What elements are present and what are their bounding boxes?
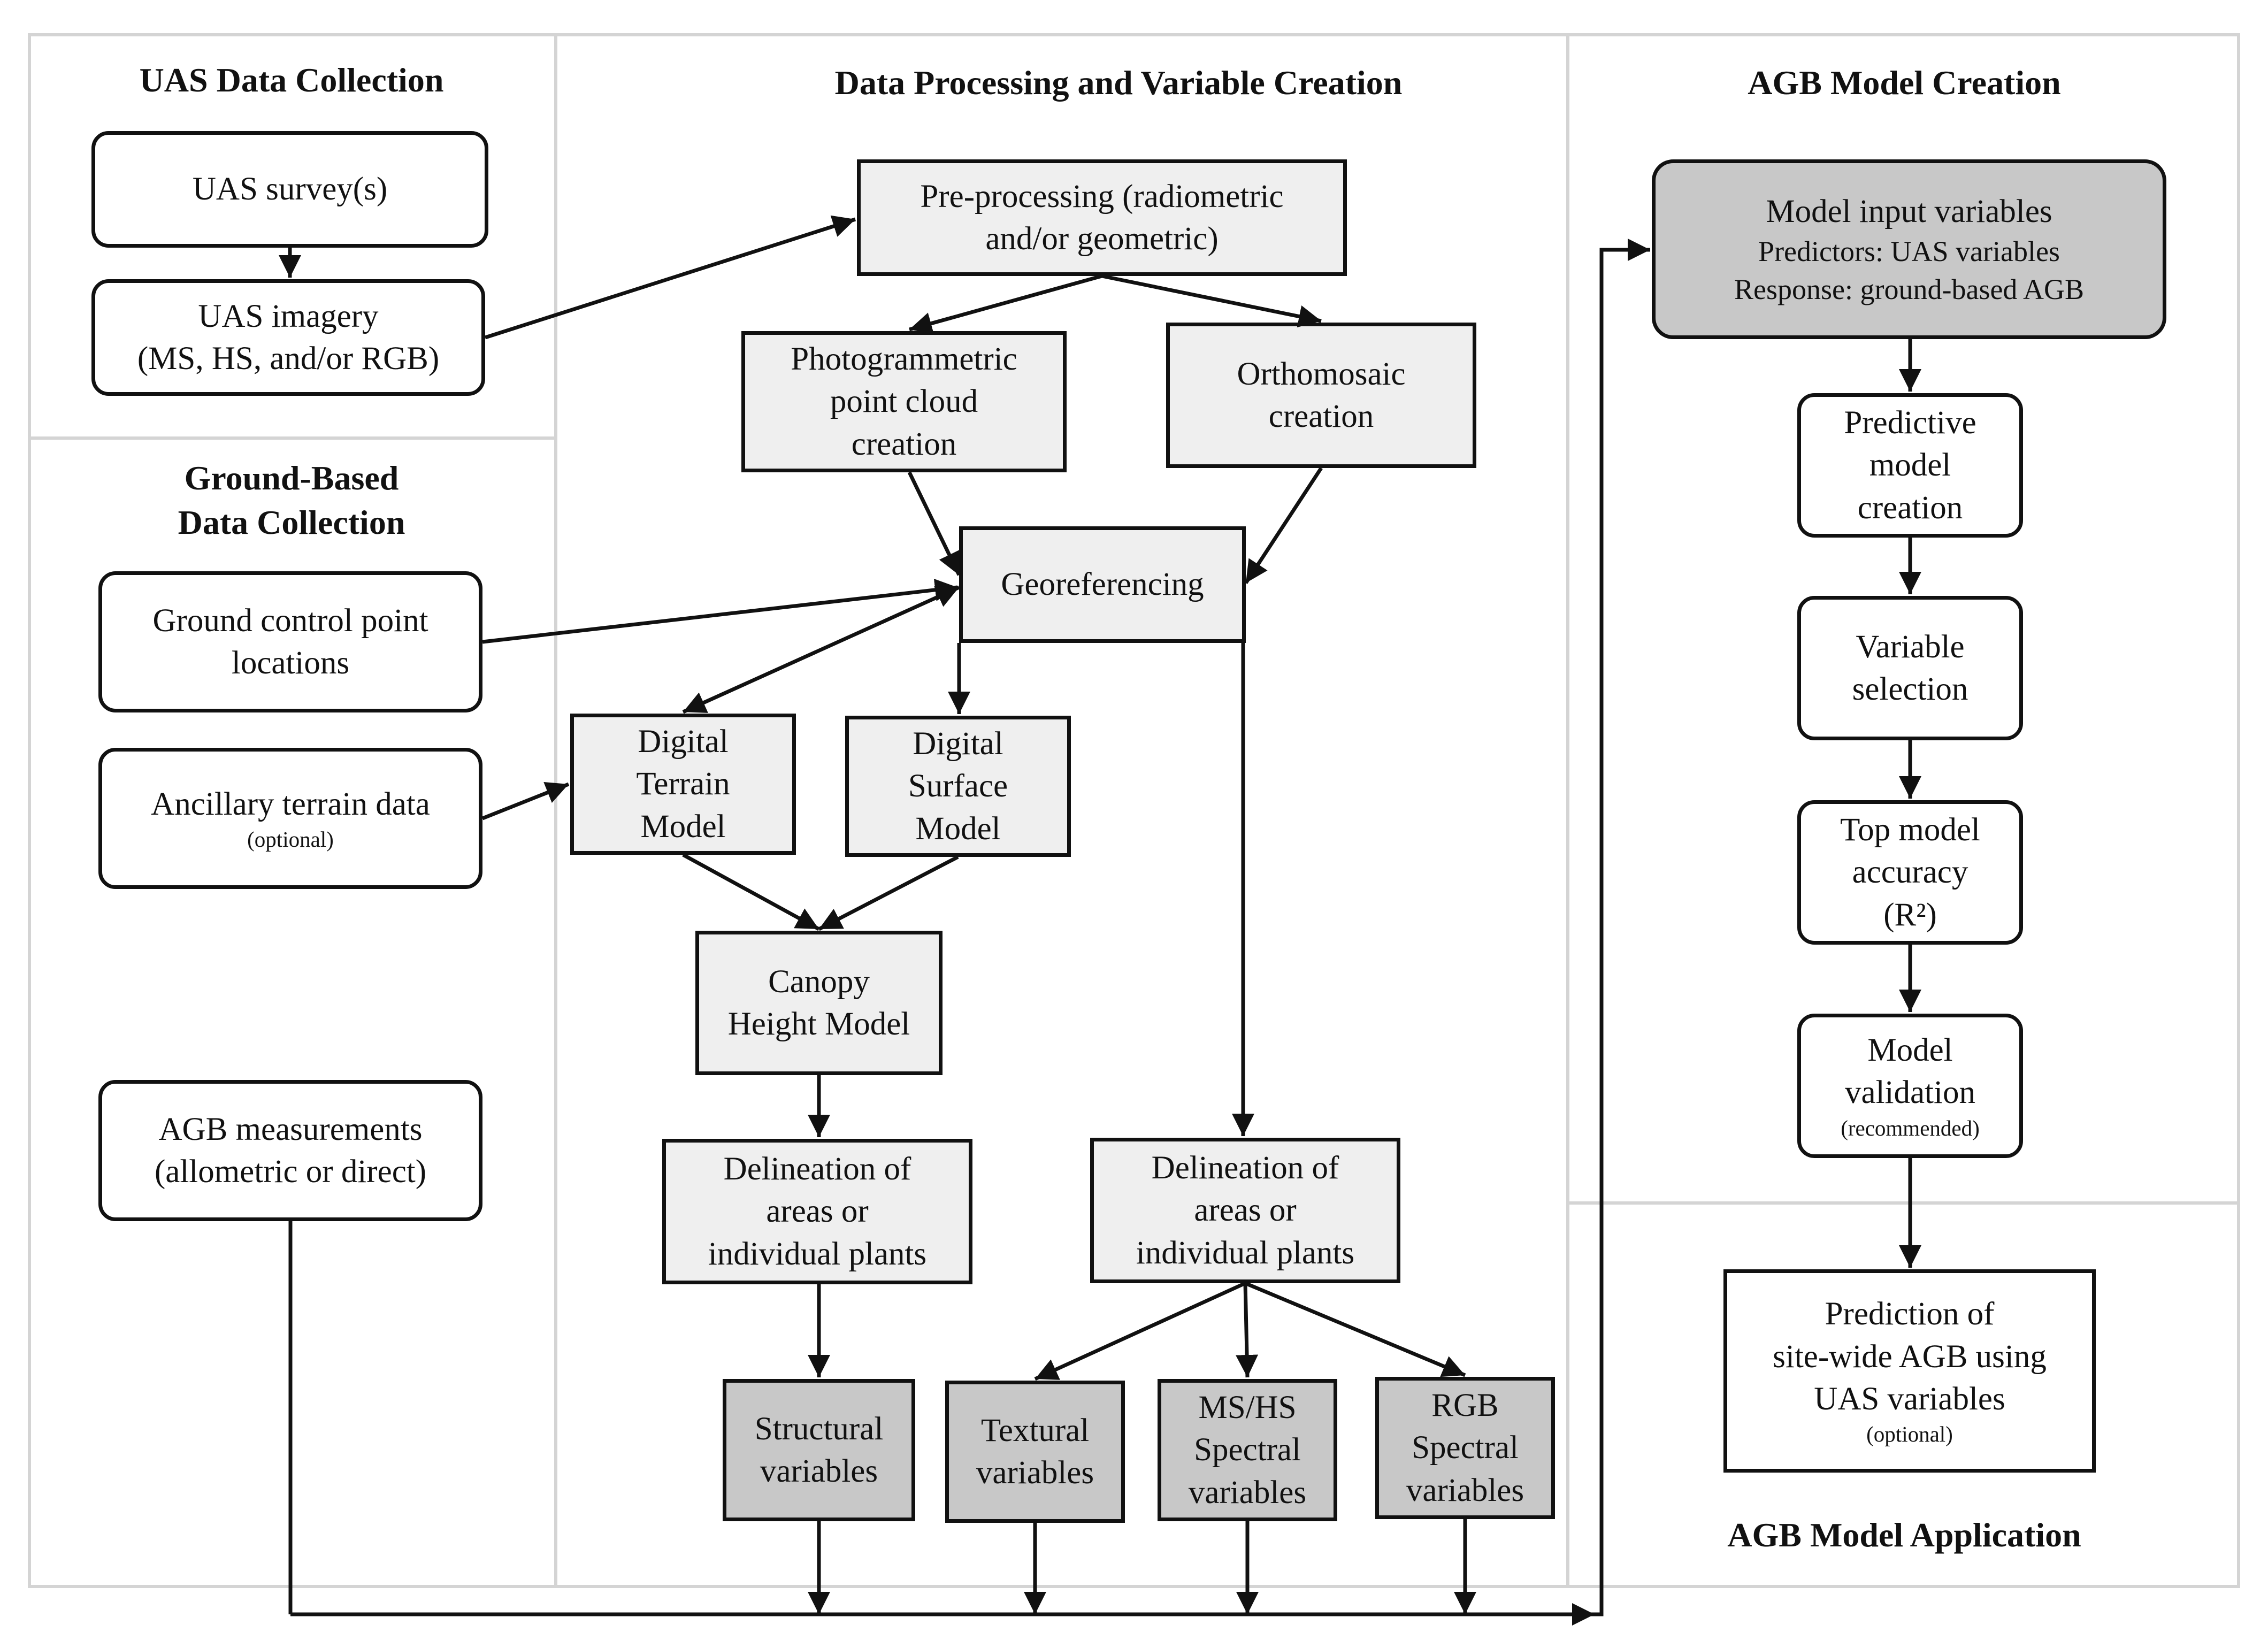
ancillary-terrain-data-box: Ancillary terrain data (optional) [98, 748, 482, 889]
arrow-delineation-right-to-mshs [1236, 1283, 1259, 1378]
agb-measurements-box: AGB measurements (allometric or direct) [98, 1080, 482, 1221]
ground-based-data-collection-title: Ground-Based Data Collection [178, 458, 405, 541]
arrow-gcp-to-georeferencing [482, 578, 958, 644]
arrow-imagery-to-preprocessing [484, 215, 856, 340]
digital-surface-model-box: Digital Surface Model [845, 716, 1071, 857]
arrow-georeferencing-to-dtm [682, 585, 960, 714]
model-validation-box: Model validation (recommended) [1797, 1014, 2023, 1158]
arrow-preprocessing-to-orthomosaic [1101, 274, 1322, 328]
uas-imagery-box: UAS imagery (MS, HS, and/or RGB) [91, 279, 485, 396]
arrow-orthomosaic-to-georeferencing [1244, 467, 1323, 584]
arrow-photogrammetric-to-georeferencing [907, 471, 961, 576]
model-input-variables-box: Model input variables Predictors: UAS va… [1652, 159, 2166, 339]
agb-model-application-title: AGB Model Application [1727, 1516, 2081, 1554]
arrow-preprocessing-to-photogrammetric [909, 274, 1102, 334]
textural-variables-box: Textural variables [945, 1381, 1125, 1523]
pre-processing-box: Pre-processing (radiometric and/or geome… [857, 159, 1347, 276]
delineation-right-box: Delineation of areas or individual plant… [1090, 1138, 1400, 1283]
delineation-left-box: Delineation of areas or individual plant… [662, 1139, 972, 1284]
photogrammetric-point-cloud-box: Photogrammetric point cloud creation [741, 331, 1067, 472]
line-collector-to-model-input [1595, 239, 1650, 1616]
arrow-dsm-to-chm [818, 855, 959, 931]
data-processing-title: Data Processing and Variable Creation [834, 64, 1403, 102]
orthomosaic-creation-box: Orthomosaic creation [1166, 323, 1476, 468]
arrow-dtm-to-chm [682, 853, 820, 931]
variable-selection-box: Variable selection [1797, 596, 2023, 740]
arrow-delineation-right-to-textural [1034, 1281, 1246, 1381]
ms-hs-spectral-variables-box: MS/HS Spectral variables [1158, 1379, 1337, 1521]
top-model-accuracy-box: Top model accuracy (R²) [1797, 800, 2023, 945]
arrow-ancillary-to-dtm [481, 782, 570, 821]
georeferencing-box: Georeferencing [959, 526, 1246, 643]
agb-model-creation-title: AGB Model Creation [1748, 64, 2061, 102]
rgb-spectral-variables-box: RGB Spectral variables [1375, 1377, 1555, 1519]
digital-terrain-model-box: Digital Terrain Model [570, 714, 796, 855]
site-wide-agb-prediction-box: Prediction of site-wide AGB using UAS va… [1723, 1269, 2096, 1473]
arrow-delineation-right-to-rgb [1244, 1281, 1466, 1377]
predictive-model-creation-box: Predictive model creation [1797, 393, 2023, 538]
uas-data-collection-title: UAS Data Collection [139, 61, 444, 99]
panel-agb-model-application [1566, 1201, 2240, 1588]
canopy-height-model-box: Canopy Height Model [695, 931, 943, 1075]
structural-variables-box: Structural variables [723, 1379, 915, 1521]
ground-control-points-box: Ground control point locations [98, 571, 482, 712]
uas-survey-box: UAS survey(s) [91, 131, 488, 248]
